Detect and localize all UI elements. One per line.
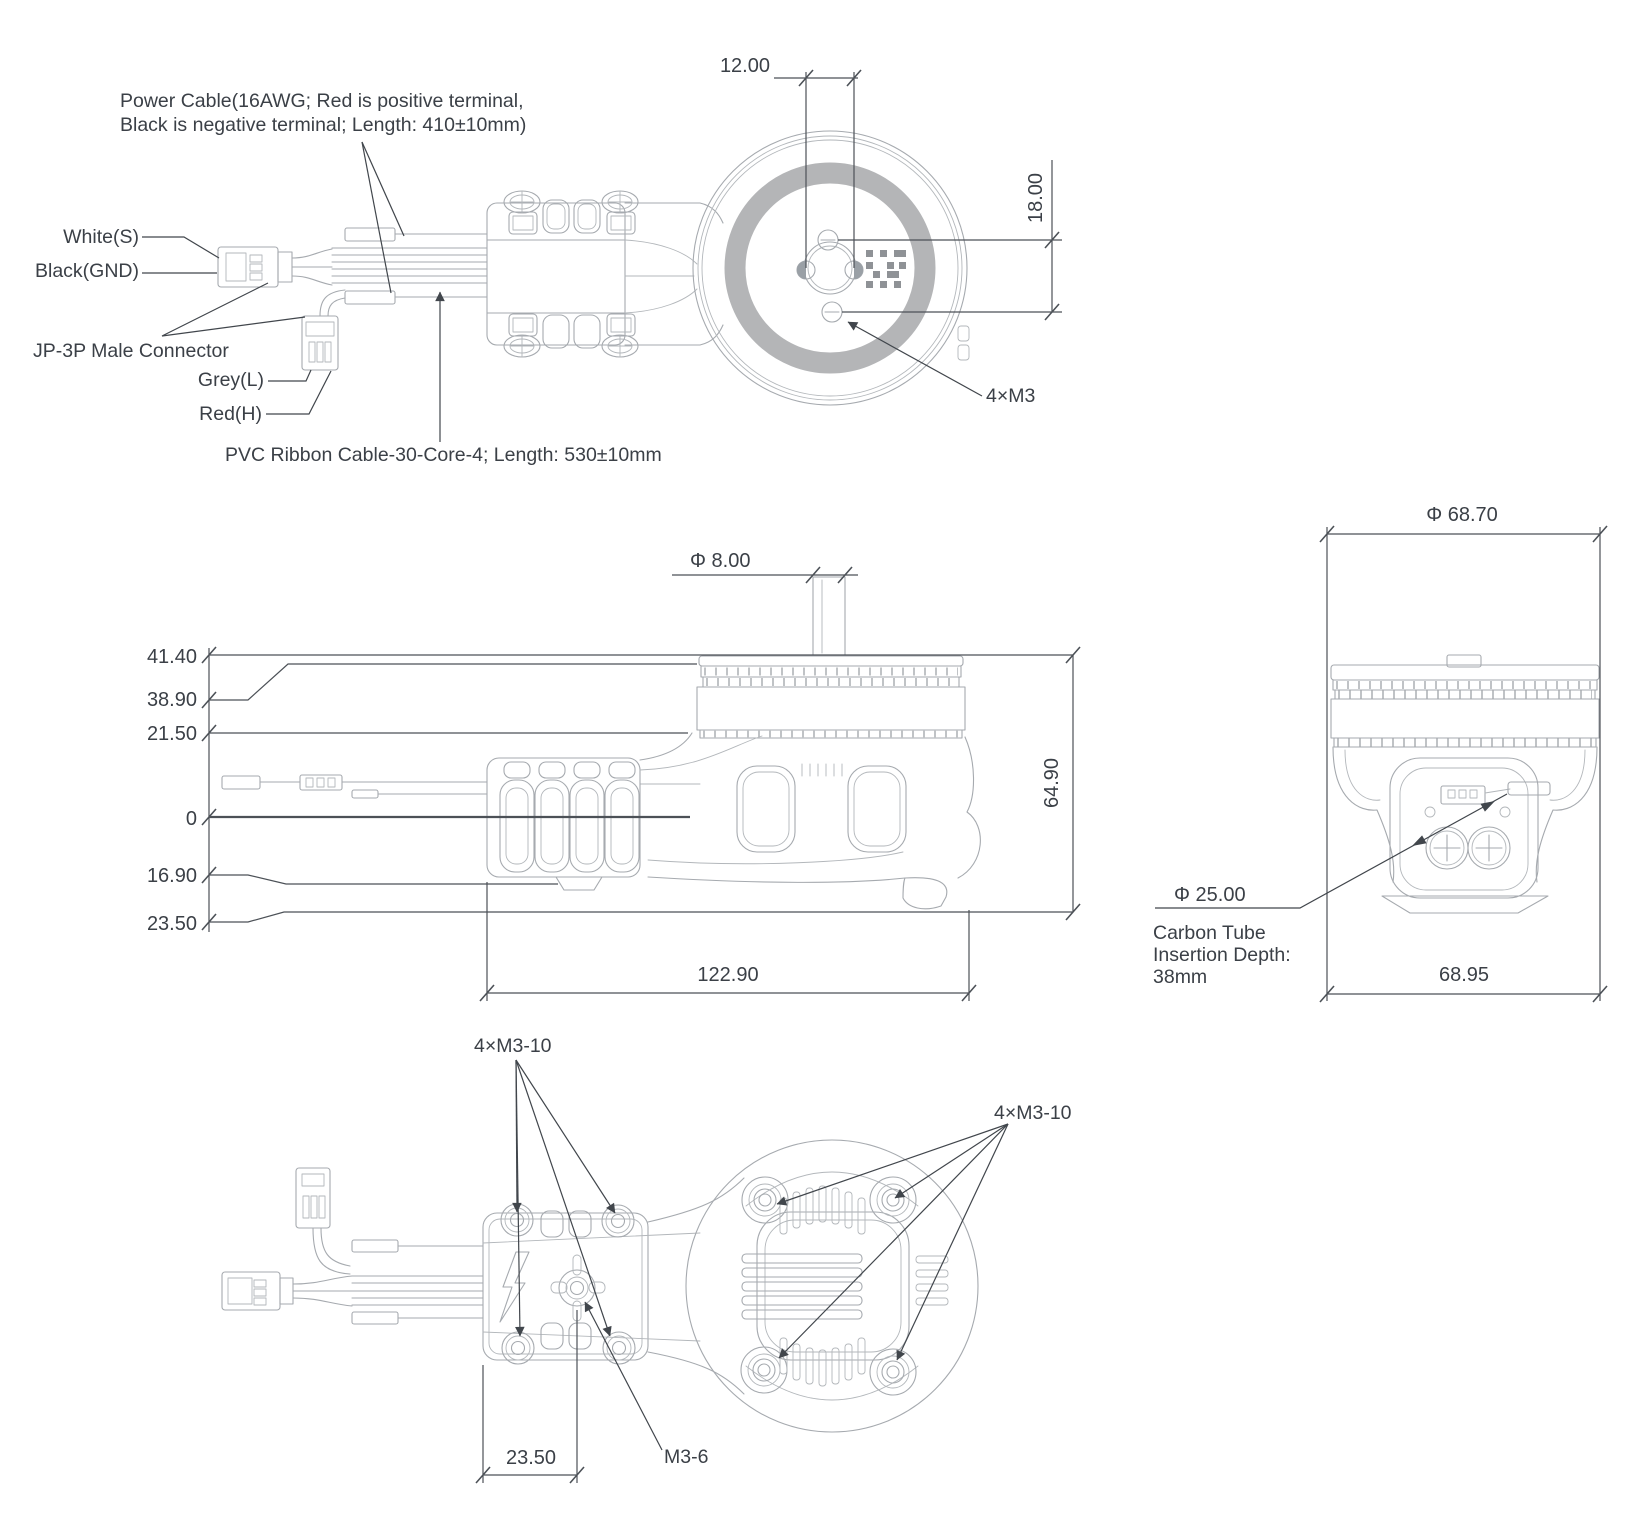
esc-body-top [486,190,724,358]
center-screw-label: M3-6 [664,1446,708,1468]
brand-logo [499,1251,530,1323]
front-view-dimensions: Φ 68.70 68.95 Φ 25.00 Carbon Tube Insert… [1153,504,1608,1003]
dim-18: 18.00 [1025,173,1047,223]
dim-25-00: Φ 25.00 [1174,884,1246,906]
qr-code [866,250,906,288]
side-cables [221,774,701,799]
motor-screws-label: 4×M3-10 [994,1102,1072,1124]
dim-23-50: 23.50 [506,1447,556,1469]
top-view-callouts: Power Cable(16AWG; Red is positive termi… [33,90,662,466]
motor-top [692,130,970,406]
motor-gray-ring [724,162,936,374]
grey-wire-label: Grey(L) [198,369,264,391]
side-view: 41.40 38.90 21.50 0 16.90 23.50 Φ 8.00 6… [147,550,1081,1002]
height-16-90: 16.90 [147,865,197,887]
esc-bottom [482,1177,745,1395]
bottom-view: 4×M3-10 4×M3-10 23.50 M3-6 [221,1035,1072,1484]
dim-122-90: 122.90 [697,964,758,986]
dim-68-95: 68.95 [1439,964,1489,986]
esc-screw-bosses [500,1203,636,1365]
mount-front [1332,746,1598,914]
heatsink-fins [741,1253,949,1320]
center-screw [550,1254,606,1322]
esc-screws-label: 4×M3-10 [474,1035,552,1057]
motor-screw-bosses [740,1176,917,1396]
carbon-note-2: Insertion Depth: [1153,944,1291,966]
ribbon-cable-label: PVC Ribbon Cable-30-Core-4; Length: 530±… [225,444,662,466]
carbon-note-1: Carbon Tube [1153,922,1266,944]
esc-side [486,757,641,891]
red-wire-label: Red(H) [199,403,262,425]
jp3p-connector-label: JP-3P Male Connector [33,340,229,362]
motor-bottom [685,1139,979,1433]
power-cable-label-2: Black is negative terminal; Length: 410±… [120,114,526,136]
dim-shaft: Φ 8.00 [690,550,750,572]
dim-64-90: 64.90 [1041,758,1063,808]
top-view-dimensions: 12.00 18.00 4×M3 [720,55,1062,407]
height-21-50: 21.50 [147,723,197,745]
motor-front [1330,654,1600,748]
front-view: Φ 68.70 68.95 Φ 25.00 Carbon Tube Insert… [1153,504,1608,1003]
motor-side [696,576,966,739]
white-wire-label: White(S) [63,226,139,248]
dim-68-70: Φ 68.70 [1426,504,1498,526]
wire-harness [217,227,488,371]
arm-side [639,732,981,910]
power-cable-label-1: Power Cable(16AWG; Red is positive termi… [120,90,524,112]
dim-12: 12.00 [720,55,770,77]
black-wire-label: Black(GND) [35,260,139,282]
top-view: 12.00 18.00 4×M3 Power Cable(16AWG; Red … [33,55,1062,466]
height-0: 0 [186,808,197,830]
bottom-cables [221,1167,484,1325]
carbon-note-3: 38mm [1153,966,1207,988]
bottom-view-dimensions: 4×M3-10 4×M3-10 23.50 M3-6 [474,1035,1072,1484]
vent-slots [779,1185,866,1387]
label-4xm3: 4×M3 [986,385,1035,407]
side-view-dimensions: 41.40 38.90 21.50 0 16.90 23.50 Φ 8.00 6… [147,550,1081,1002]
height-41-40: 41.40 [147,646,197,668]
height-23-50: 23.50 [147,913,197,935]
height-38-90: 38.90 [147,689,197,711]
